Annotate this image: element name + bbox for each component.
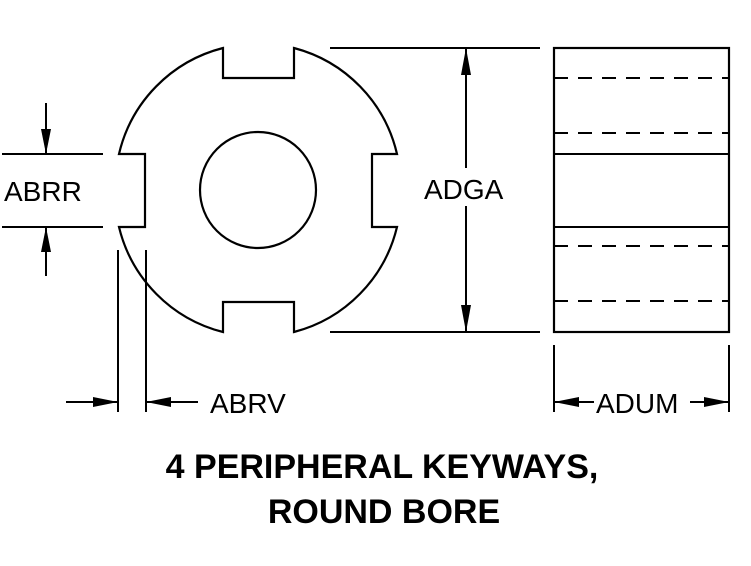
adum-label: ADUM — [596, 388, 678, 419]
adga-label: ADGA — [424, 174, 504, 205]
abrr-dimension: ABRR — [2, 103, 103, 276]
abrv-dimension: ABRV — [66, 250, 286, 419]
adga-dimension: ADGA — [330, 47, 540, 333]
front-view — [117, 46, 399, 334]
abrr-label: ABRR — [4, 176, 82, 207]
abrv-label: ABRV — [210, 388, 286, 419]
adum-dimension: ADUM — [553, 345, 730, 419]
keyway-outline — [117, 46, 399, 334]
round-bore — [198, 130, 318, 250]
caption-line-1: 4 PERIPHERAL KEYWAYS, — [166, 448, 599, 486]
side-view — [552, 46, 731, 334]
caption-line-2: ROUND BORE — [268, 493, 500, 531]
